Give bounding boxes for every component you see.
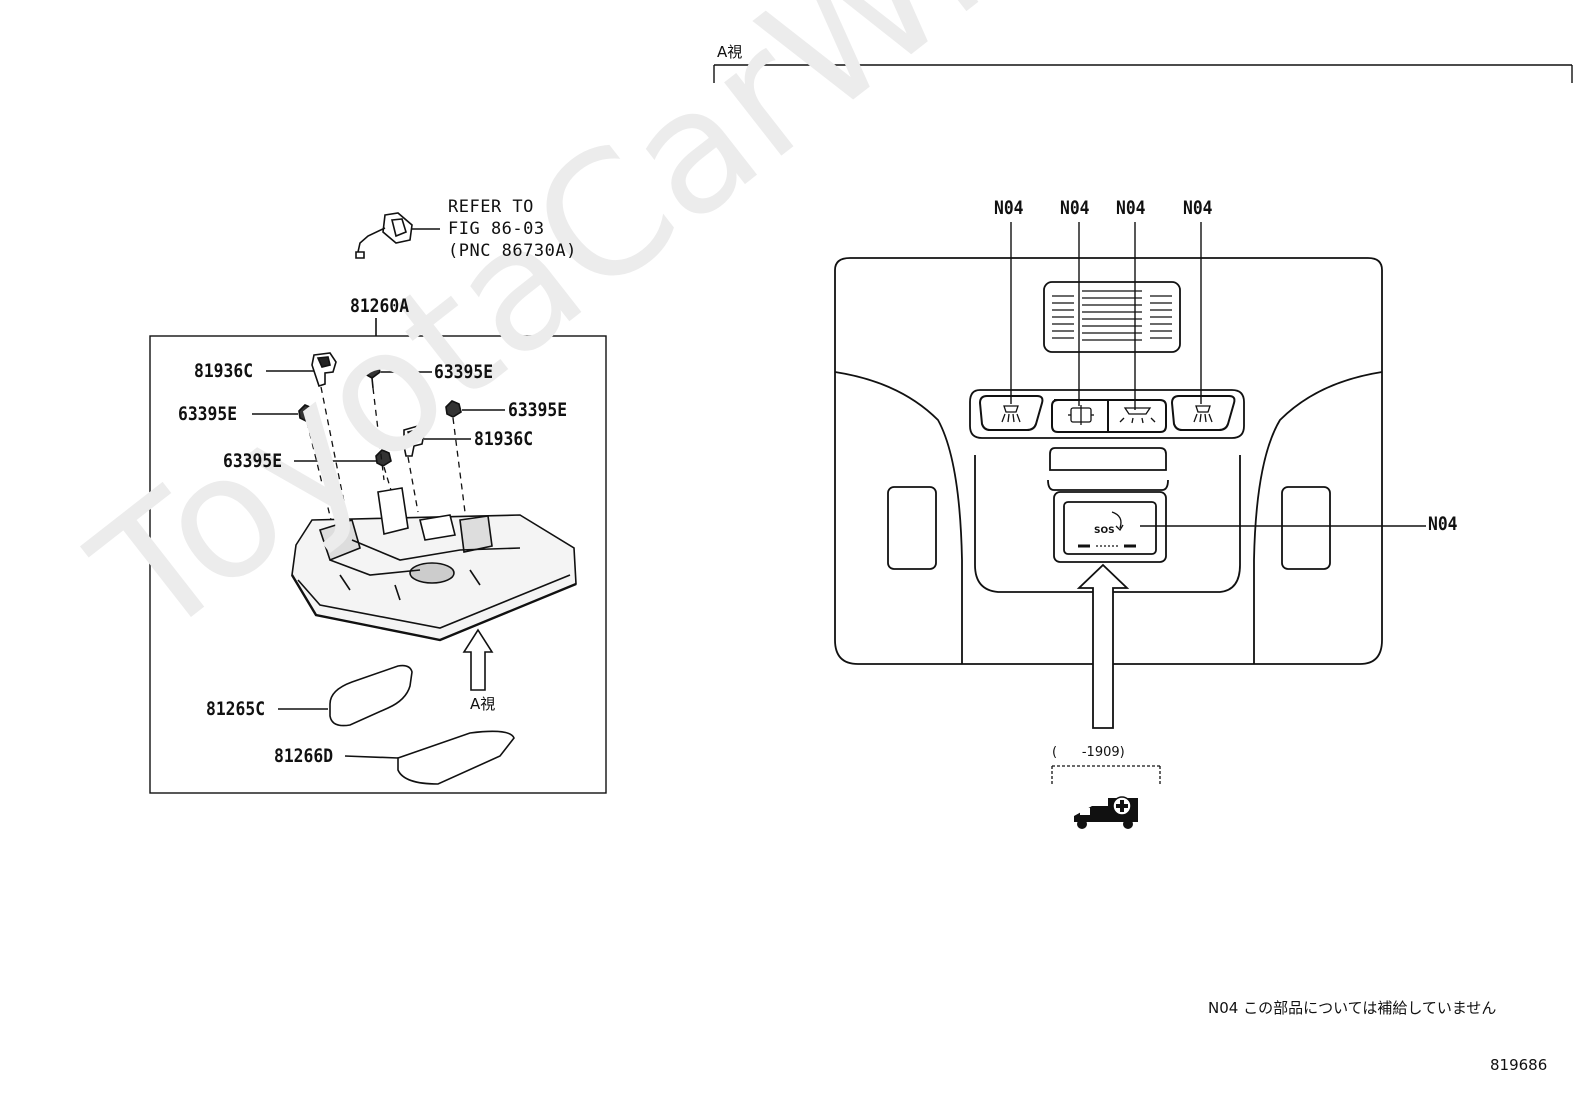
callout-clip-left[interactable]: 63395E — [178, 403, 238, 425]
refer-note-line1: REFER TO — [448, 197, 534, 217]
vent-grille — [1052, 290, 1172, 341]
map-light-left-button[interactable] — [978, 395, 1044, 431]
bulb-right-icon — [403, 425, 425, 457]
switch-panel — [969, 389, 1245, 439]
callout-bulb-right[interactable]: 81936C — [474, 428, 534, 450]
map-light-right-button[interactable] — [1170, 395, 1236, 431]
view-a-bracket — [713, 64, 1573, 83]
dome-light-icon — [1119, 407, 1156, 424]
n04-label-2[interactable]: N04 — [1060, 197, 1090, 219]
callout-clip-right[interactable]: 63395E — [508, 399, 568, 421]
lens-cover-part — [397, 730, 515, 785]
n04-label-4[interactable]: N04 — [1183, 197, 1213, 219]
footnote: N04 この部品については補給していません — [1208, 999, 1497, 1017]
assembly-guides — [306, 386, 467, 521]
callout-lens[interactable]: 81265C — [206, 698, 266, 720]
refer-note-line3: (PNC 86730A) — [448, 241, 577, 261]
clip-right-icon — [445, 400, 462, 418]
clip-left-icon — [298, 404, 315, 422]
callout-clip-top[interactable]: 63395E — [434, 361, 494, 383]
bulb-top-icon — [311, 352, 337, 388]
wire-harness-icon — [355, 212, 440, 259]
assembly-box — [149, 335, 607, 794]
view-arrow-icon — [1076, 563, 1130, 729]
n04-label-side[interactable]: N04 — [1428, 513, 1458, 535]
date-bracket — [1051, 765, 1161, 786]
view-title: A視 — [717, 43, 743, 61]
sos-text: SOS — [1094, 526, 1115, 536]
ambulance-icon — [1074, 796, 1138, 829]
sos-module — [1047, 447, 1169, 563]
n04-leaders — [1010, 222, 1426, 527]
date-range: ( -1909) — [1052, 745, 1125, 760]
clip-mid-icon — [375, 449, 392, 467]
clip-top-icon — [364, 360, 381, 389]
overhead-console — [834, 257, 1383, 665]
light-switch-button[interactable] — [1051, 399, 1109, 433]
n04-label-3[interactable]: N04 — [1116, 197, 1146, 219]
light-switch-icon — [1068, 405, 1094, 425]
lamp-housing — [290, 487, 577, 642]
map-light-icon — [1193, 405, 1213, 423]
callout-lens-cover[interactable]: 81266D — [274, 745, 334, 767]
dome-light-button[interactable] — [1108, 399, 1167, 433]
view-a-arrow-icon — [462, 628, 494, 691]
n04-label-1[interactable]: N04 — [994, 197, 1024, 219]
lens-part — [329, 664, 413, 727]
callout-clip-mid[interactable]: 63395E — [223, 450, 283, 472]
map-light-icon — [1001, 405, 1021, 423]
callout-bulb-top[interactable]: 81936C — [194, 360, 254, 382]
refer-note-line2: FIG 86-03 — [448, 219, 545, 239]
assembly-label[interactable]: 81260A — [350, 295, 410, 317]
figure-number: 819686 — [1490, 1056, 1548, 1074]
sos-button-icon[interactable] — [1078, 511, 1136, 548]
leader-lens-cover — [344, 755, 399, 759]
view-arrow-label: A視 — [470, 695, 496, 713]
